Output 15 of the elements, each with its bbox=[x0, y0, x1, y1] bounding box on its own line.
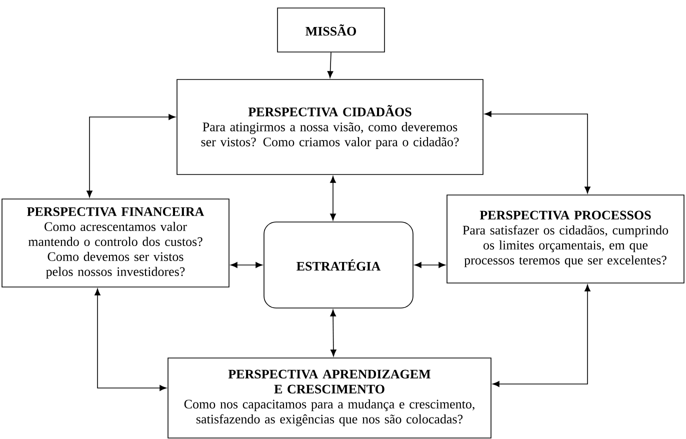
perspective-box: PERSPECTIVA FINANCEIRA Como acrescentamos valor mantendo o controlo dos custos? Como devemos ser vistos pelos nossos investidores? bbox=[2, 198, 230, 288]
mission-box: MISSÃO bbox=[277, 8, 385, 52]
perspective-box: PERSPECTIVA APRENDIZAGEM E CRESCIMENTO Como nos capacitamos para a mudança e crescimento, satisfazendo as exigências que nos são colocadas? bbox=[168, 358, 492, 438]
arrow bbox=[330, 310, 336, 356]
arrow bbox=[94, 288, 166, 391]
arrow bbox=[86, 114, 176, 198]
arrow bbox=[230, 262, 262, 268]
arrow bbox=[327, 52, 334, 78]
arrow bbox=[414, 262, 446, 268]
arrow bbox=[492, 284, 590, 387]
arrow bbox=[484, 111, 590, 194]
arrow bbox=[330, 176, 336, 220]
perspective-box: PERSPECTIVA CIDADÃOS Para atingirmos a nossa visão, como deveremos ser vistos? Como criamos valor para o cidadão? bbox=[176, 79, 484, 175]
perspective-box: PERSPECTIVA PROCESSOS Para satisfazer os cidadãos, cumprindo os limites orçamentais, em que processos teremos que ser excelentes? bbox=[446, 194, 684, 284]
strategy-box: ESTRATÉGIA bbox=[264, 222, 414, 308]
